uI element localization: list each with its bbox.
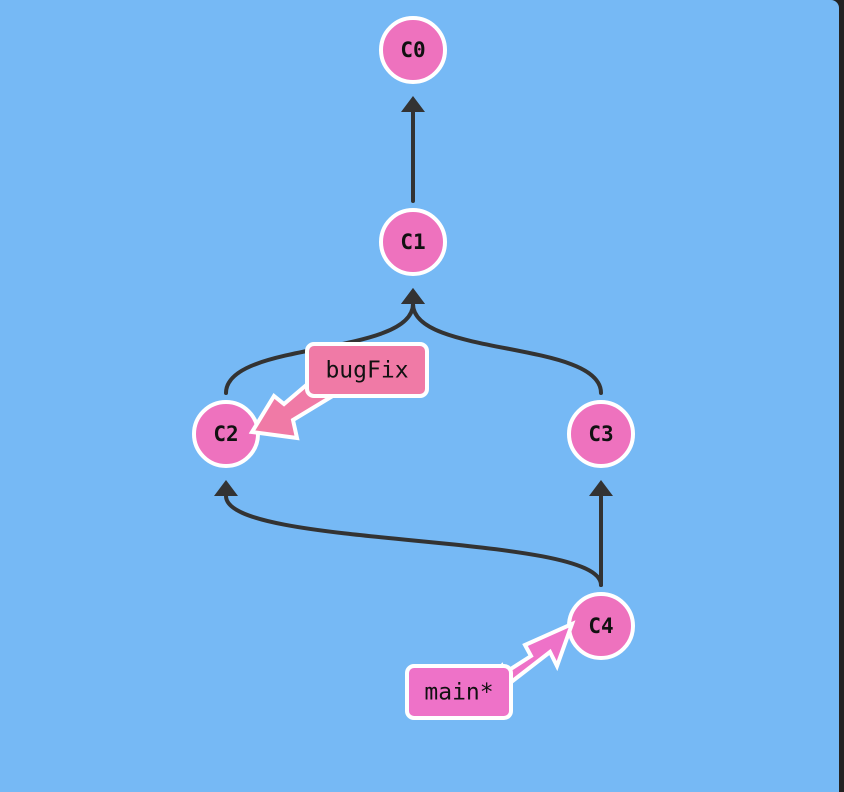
commit-label: C2 [213,422,238,446]
arrowhead-C4-to-C2 [214,480,238,496]
arrowhead-C4-to-C3 [589,480,613,496]
commit-circle [379,16,447,84]
arrowhead-C1-to-C0 [401,96,425,112]
arrowhead-C3-to-C1 [401,288,425,304]
branch-tag-bugfix[interactable]: bugFix [248,342,429,441]
commit-node-c4[interactable]: C4 [567,592,635,660]
branches-layer: bugFix main* [248,342,576,720]
commit-label: C4 [588,614,613,638]
branch-tag-main[interactable]: main* [405,620,576,720]
commit-label: C1 [400,230,425,254]
commit-label: C3 [588,422,613,446]
commit-circle [379,208,447,276]
commit-node-c0[interactable]: C0 [379,16,447,84]
branch-label-box [405,664,513,720]
edge-C4-to-C2 [224,494,603,587]
edges-layer [214,96,613,587]
edge-C3-to-C1 [411,302,603,395]
branch-label: bugFix [325,358,408,384]
commit-node-c1[interactable]: C1 [379,208,447,276]
commit-label: C0 [400,38,425,62]
commit-node-c2[interactable]: C2 [192,400,260,468]
commit-circle [567,400,635,468]
branch-label: main* [424,680,493,706]
branch-label-box [305,342,429,398]
commit-node-c3[interactable]: C3 [567,400,635,468]
